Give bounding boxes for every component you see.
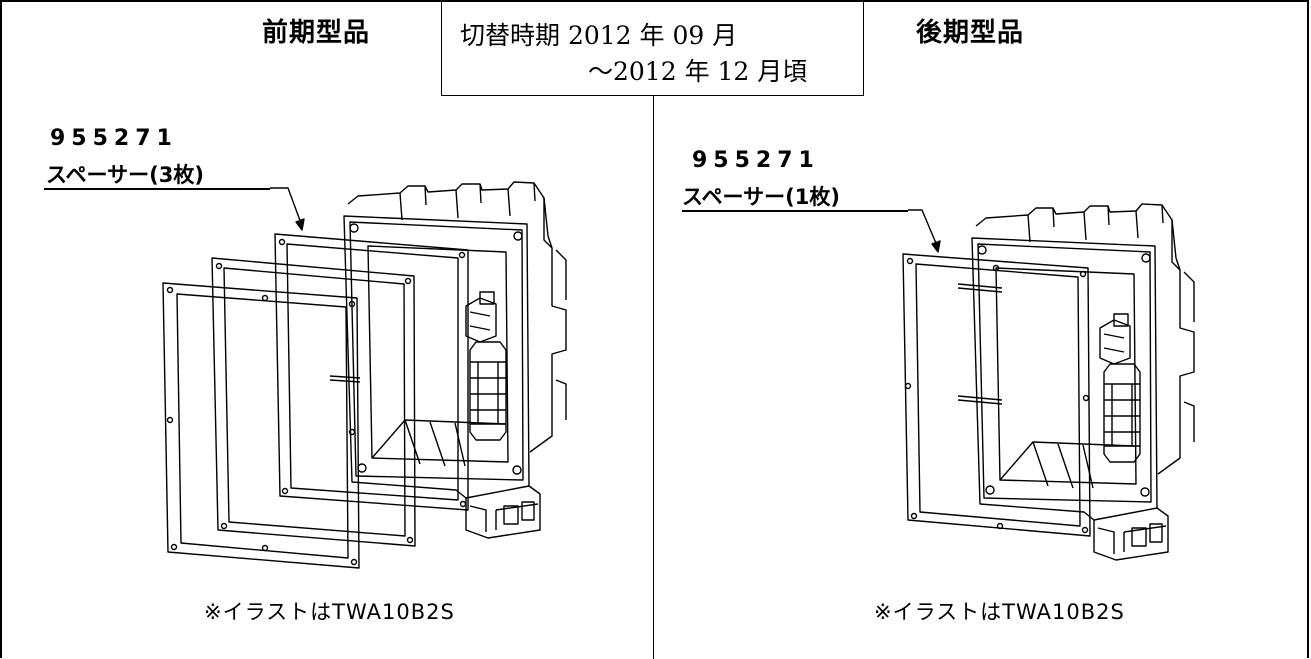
left-illustration-note: ※イラストはTWA10B2S — [204, 600, 455, 624]
right-spacer — [902, 253, 1091, 537]
left-leader-line — [270, 187, 305, 231]
right-leader-line — [908, 209, 941, 253]
left-spacer-2 — [211, 257, 416, 547]
right-label-underline — [682, 210, 908, 212]
right-illustration-note: ※イラストはTWA10B2S — [874, 600, 1125, 624]
late-model-heading: 後期型品 — [916, 18, 1025, 48]
early-model-heading: 前期型品 — [262, 18, 371, 48]
right-mounting-box — [971, 203, 1195, 561]
switch-period-line2: ～2012 年 12 月頃 — [588, 57, 808, 86]
left-spacer-3 — [274, 233, 469, 511]
switch-period-line1: 切替時期 2012 年 09 月 — [460, 21, 738, 50]
left-label-underline — [44, 188, 270, 190]
left-part-name: スペーサー(3枚) — [46, 163, 204, 187]
left-part-number: 955271 — [50, 126, 178, 151]
right-part-number: 955271 — [692, 148, 820, 173]
left-mounting-box — [343, 181, 567, 539]
left-spacer-1 — [162, 282, 361, 569]
switch-period-box: 切替時期 2012 年 09 月 ～2012 年 12 月頃 — [441, 2, 864, 96]
right-part-name: スペーサー(1枚) — [682, 185, 840, 209]
center-divider — [653, 95, 654, 659]
